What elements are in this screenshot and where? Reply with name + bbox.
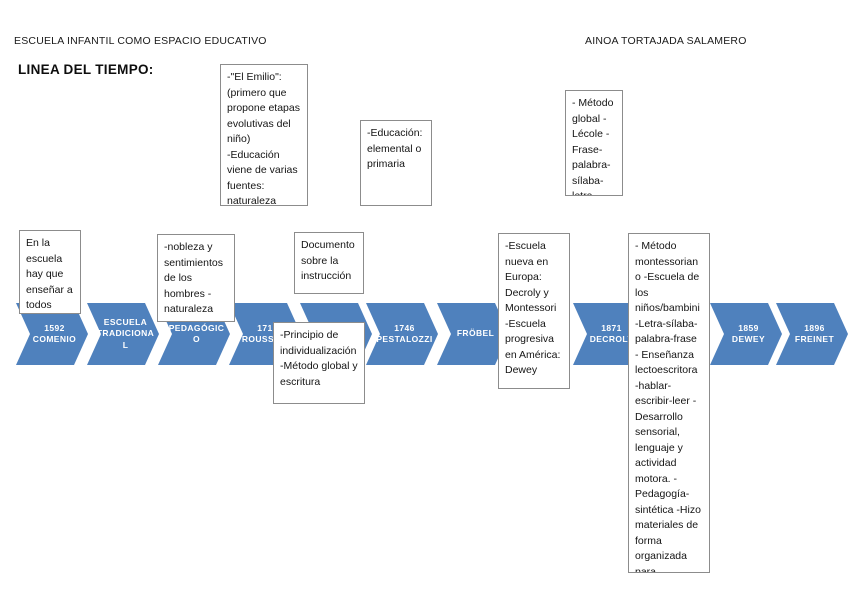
- chevron-year: 1592: [44, 322, 65, 333]
- chevron-name: FRÖBEL: [456, 328, 495, 339]
- chevron-year: 1896: [804, 322, 825, 333]
- chevron-name: ESCUELA TRADICIONAL: [96, 316, 155, 350]
- callout-box-documento-instruccion[interactable]: Documento sobre la instrucción: [294, 232, 364, 294]
- chevron-label: PEDAGÓGICO: [158, 303, 230, 365]
- chevron-name: DECROLY: [589, 334, 634, 344]
- timeline-chevron-fr-bel[interactable]: FRÖBEL: [437, 303, 509, 365]
- chevron-name: FREINET: [794, 334, 835, 344]
- chevron-name: PEDAGÓGICO: [168, 322, 225, 345]
- chevron-shape: [710, 303, 782, 365]
- callout-box-principio-individualizacion[interactable]: -Principio de individualización -Método …: [273, 322, 365, 404]
- chevron-shape: [87, 303, 159, 365]
- chevron-year: 1712: [257, 322, 278, 333]
- page-title: LINEA DEL TIEMPO:: [18, 62, 154, 77]
- callout-box-nobleza-sentimientos[interactable]: -nobleza y sentimientos de los hombres -…: [157, 234, 235, 322]
- callout-box-rousseau-emilio[interactable]: -"El Emilio": (primero que propone etapa…: [220, 64, 308, 206]
- chevron-name: DEWEY: [731, 334, 766, 344]
- chevron-name: PESTALOZZI: [376, 334, 433, 344]
- header-author-name: AINOA TORTAJADA SALAMERO: [585, 35, 747, 47]
- callout-box-escuela-nueva[interactable]: -Escuela nueva en Europa: Decroly y Mont…: [498, 233, 570, 389]
- chevron-label: FRÖBEL: [437, 303, 509, 365]
- chevron-year: 1871: [601, 322, 622, 333]
- callout-box-metodo-montessoriano[interactable]: - Método montessoriano -Escuela de los n…: [628, 233, 710, 573]
- chevron-shape: [16, 303, 88, 365]
- chevron-year: 1859: [738, 322, 759, 333]
- chevron-year: 1746: [394, 322, 415, 333]
- chevron-shape: [776, 303, 848, 365]
- chevron-label: ESCUELA TRADICIONAL: [87, 303, 159, 365]
- callout-box-comenio-escuela[interactable]: En la escuela hay que enseñar a todos: [19, 230, 81, 314]
- chevron-name: COMENIO: [32, 334, 77, 344]
- header-document-title: ESCUELA INFANTIL COMO ESPACIO EDUCATIVO: [14, 35, 267, 47]
- chevron-shape: [437, 303, 509, 365]
- chevron-name: ROUSSEAU: [241, 334, 294, 344]
- callout-box-metodo-global[interactable]: - Método global -Lécole -Frase-palabra-s…: [565, 90, 623, 196]
- callout-box-educacion-elemental[interactable]: -Educación: elemental o primaria: [360, 120, 432, 206]
- chevron-shape: [366, 303, 438, 365]
- chevron-shape: [573, 303, 645, 365]
- timeline-chevron-escuela-tradicional[interactable]: ESCUELA TRADICIONAL: [87, 303, 159, 365]
